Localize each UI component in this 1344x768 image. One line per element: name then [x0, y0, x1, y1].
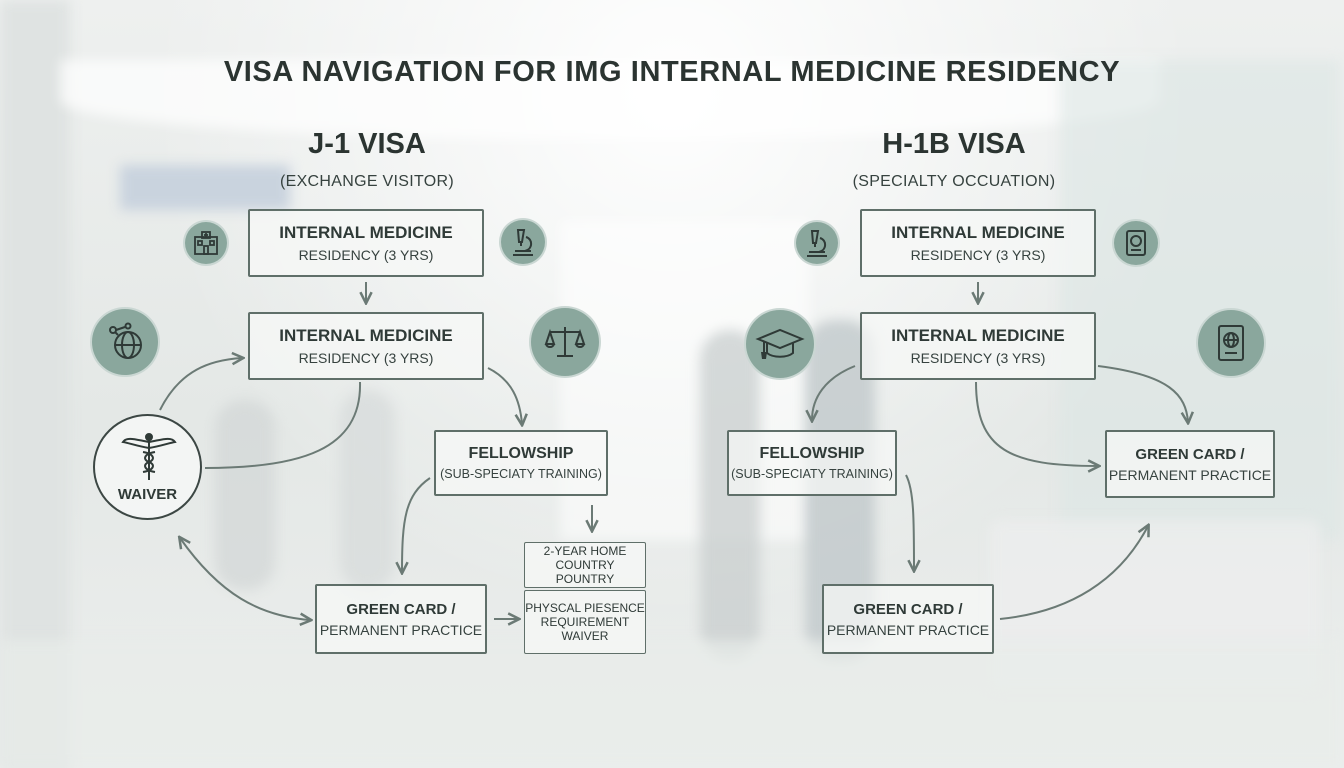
h1b-green-card-box-bottom: GREEN CARD / PERMANENT PRACTICE — [822, 584, 994, 654]
box-line2: RESIDENCY (3 YRS) — [910, 247, 1046, 263]
graduation-cap-icon — [744, 308, 816, 380]
arrow-fellowship-to-greencard — [402, 477, 431, 572]
globe-network-icon — [90, 307, 160, 377]
j1-physical-presence-box: PHYSCAL PIESENCE REQUIREMENT WAIVER — [524, 590, 646, 654]
h1b-header: H-1B VISA (SPECIALTY OCCUATION) — [794, 128, 1114, 191]
caduceus-icon — [121, 433, 177, 480]
box-line2: RESIDENCY (3 YRS) — [910, 350, 1046, 366]
passport-icon — [1196, 308, 1266, 378]
j1-header: J-1 VISA (EXCHANGE VISITOR) — [207, 128, 527, 191]
h1b-subheading: (SPECIALTY OCCUATION) — [852, 173, 1056, 190]
microscope-icon — [794, 220, 840, 266]
j1-home-country-box: 2-YEAR HOME COUNTRY POUNTRY — [524, 542, 646, 588]
box-line1: PHYSCAL PIESENCE — [525, 601, 645, 615]
box-line2: REQUIREMENT — [540, 615, 630, 629]
box-line1: INTERNAL MEDICINE — [279, 223, 453, 242]
j1-residency-box-2: INTERNAL MEDICINE RESIDENCY (3 YRS) — [248, 312, 484, 380]
arrow-h1b-fellowship-to-greencard — [905, 474, 914, 570]
arrow-h1b-res2-to-greencard-top — [1097, 365, 1188, 422]
j1-residency-box-1: INTERNAL MEDICINE RESIDENCY (3 YRS) — [248, 209, 484, 277]
box-line2: RESIDENCY (3 YRS) — [298, 350, 434, 366]
box-line3: WAIVER — [561, 629, 609, 643]
box-line1: INTERNAL MEDICINE — [891, 223, 1065, 242]
waiver-node: WAIVER — [93, 414, 202, 520]
box-line1: GREEN CARD / — [346, 600, 456, 618]
arrow-h1b-res2-to-greencard-mid — [975, 381, 1098, 466]
box-line2: (SUB-SPECIATY TRAINING) — [440, 467, 602, 481]
diagram-title: VISA NAVIGATION FOR IMG INTERNAL MEDICIN… — [223, 56, 1121, 88]
j1-green-card-box: GREEN CARD / PERMANENT PRACTICE — [315, 584, 487, 654]
arrow-h1b-greencard-to-greencard — [999, 526, 1148, 620]
h1b-heading: H-1B VISA — [882, 128, 1026, 160]
box-line1: GREEN CARD / — [853, 600, 963, 618]
arrow-h1b-res2-to-fellowship — [812, 365, 856, 420]
h1b-residency-box-2: INTERNAL MEDICINE RESIDENCY (3 YRS) — [860, 312, 1096, 380]
hospital-icon — [183, 220, 229, 266]
box-line2: (SUB-SPECIATY TRAINING) — [731, 467, 893, 481]
box-line1: INTERNAL MEDICINE — [891, 326, 1065, 345]
j1-heading: J-1 VISA — [308, 128, 426, 160]
j1-fellowship-box: FELLOWSHIP (SUB-SPECIATY TRAINING) — [434, 430, 608, 496]
box-line1: GREEN CARD / — [1135, 445, 1245, 463]
arrow-res2-to-fellowship — [487, 367, 522, 424]
box-line1: 2-YEAR HOME — [543, 544, 627, 558]
arrow-waiver-to-res2 — [159, 358, 242, 411]
box-line2: PERMANENT PRACTICE — [319, 621, 483, 638]
box-line2: PERMANENT PRACTICE — [826, 621, 990, 638]
box-line2: RESIDENCY (3 YRS) — [298, 247, 434, 263]
box-line2: PERMANENT PRACTICE — [1108, 466, 1272, 483]
waiver-label: WAIVER — [117, 486, 178, 503]
box-line1: FELLOWSHIP — [468, 445, 574, 462]
h1b-residency-box-1: INTERNAL MEDICINE RESIDENCY (3 YRS) — [860, 209, 1096, 277]
box-line1: FELLOWSHIP — [759, 445, 865, 462]
arrow-waiver-greencard — [180, 538, 310, 620]
scales-icon — [529, 306, 601, 378]
passport-icon — [1112, 219, 1160, 267]
box-line2: COUNTRY POUNTRY — [555, 558, 615, 586]
microscope-icon — [499, 218, 547, 266]
arrow-res2-to-waiver — [204, 381, 362, 469]
box-line1: INTERNAL MEDICINE — [279, 326, 453, 345]
j1-subheading: (EXCHANGE VISITOR) — [279, 173, 455, 190]
h1b-green-card-box-top: GREEN CARD / PERMANENT PRACTICE — [1105, 430, 1275, 498]
h1b-fellowship-box: FELLOWSHIP (SUB-SPECIATY TRAINING) — [727, 430, 897, 496]
